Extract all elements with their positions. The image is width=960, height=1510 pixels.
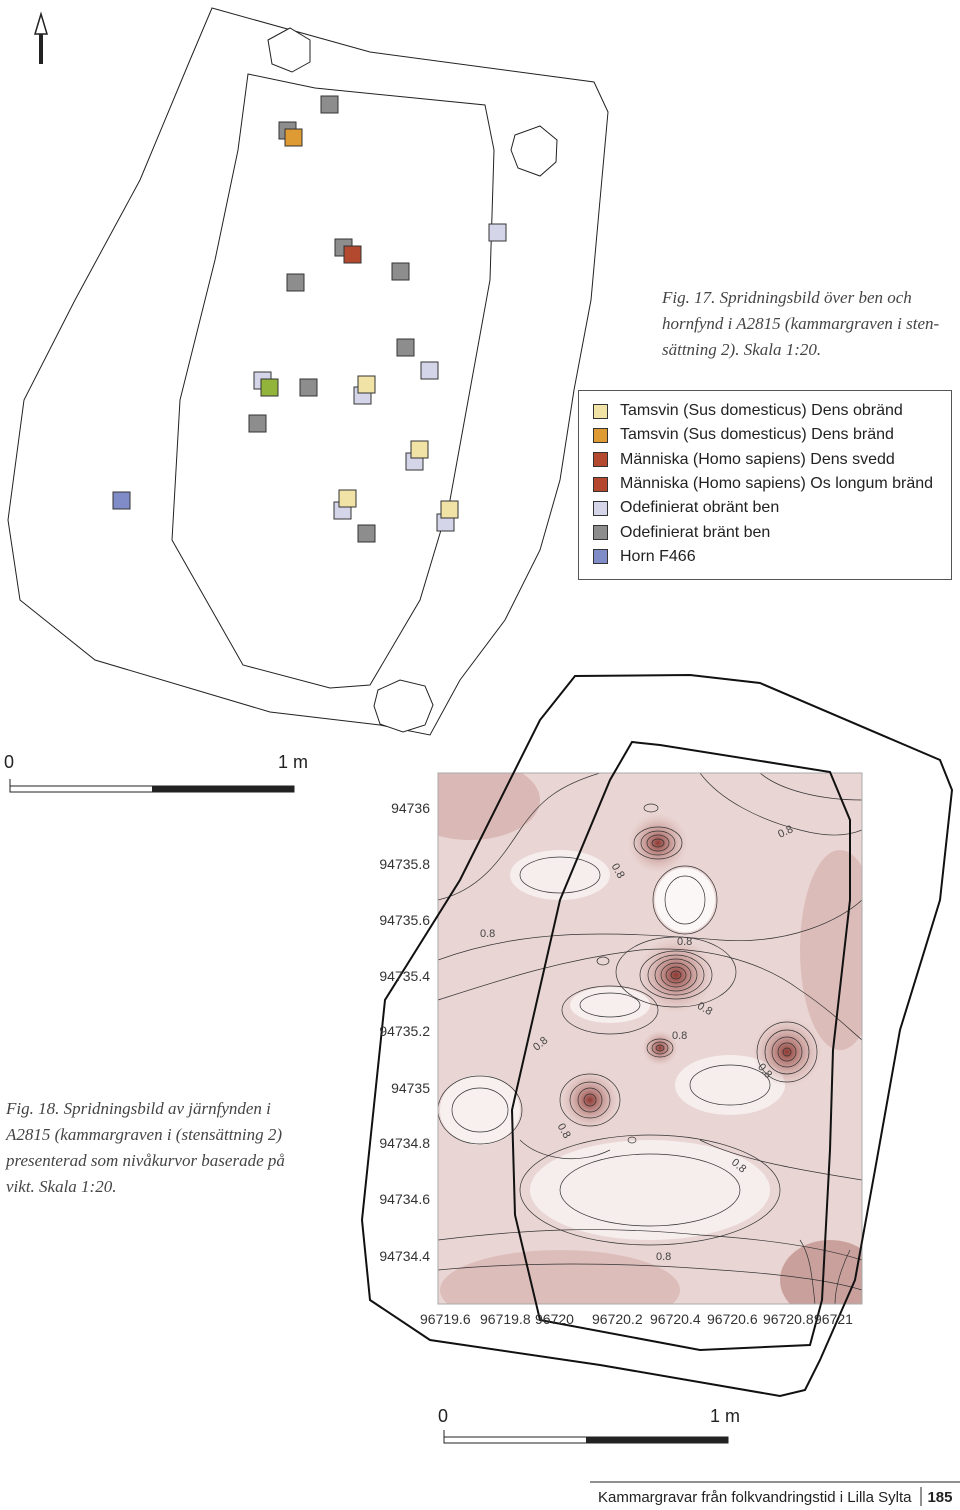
scale-bar-fig17 (9, 779, 295, 793)
x-tick-label: 96720.2 (592, 1311, 643, 1327)
find-marker (410, 440, 429, 459)
legend-label: Människa (Homo sapiens) Os longum bränd (620, 475, 934, 493)
find-marker (284, 128, 303, 147)
stone-2 (510, 125, 558, 177)
legend-item: Människa (Homo sapiens) Dens svedd (593, 448, 951, 472)
find-marker (343, 245, 362, 264)
scale17-end-label: 1 m (278, 752, 309, 772)
y-tick-label: 94735 (391, 1080, 430, 1096)
find-markers (112, 95, 507, 543)
x-tick-label: 96720.6 (707, 1311, 758, 1327)
contour-plot (437, 772, 863, 1305)
contour-label: 0.8 (672, 1030, 688, 1042)
page-number: 185 (927, 1489, 953, 1506)
find-marker (357, 524, 376, 543)
x-tick-label: 96719.8 (480, 1311, 531, 1327)
y-tick-label: 94734.4 (379, 1248, 430, 1264)
scale-bar-fig18 (443, 1430, 729, 1444)
y-tick-label: 94735.6 (379, 912, 430, 928)
grave-outer-outline (7, 7, 609, 736)
legend-label: Människa (Homo sapiens) Dens svedd (620, 450, 895, 468)
find-marker (420, 361, 439, 380)
find-marker (286, 273, 305, 292)
y-tick-label: 94734.6 (379, 1191, 430, 1207)
legend-label: Odefinierat bränt ben (620, 523, 771, 541)
x-tick-label: 96720.8 (763, 1311, 814, 1327)
find-marker (320, 95, 339, 114)
page-footer: Kammargravar från folkvandringstid i Lil… (598, 1489, 953, 1506)
grave-outer-outline-fig18 (360, 673, 954, 1398)
north-arrow-icon (33, 11, 49, 64)
legend-label: Odefinierat obränt ben (620, 499, 780, 517)
x-tick-label: 96720 (535, 1311, 574, 1327)
legend-item: Odefinierat bränt ben (593, 520, 951, 544)
x-tick-label: 96721 (814, 1311, 853, 1327)
find-marker (260, 378, 279, 397)
legend-item: Tamsvin (Sus domesticus) Dens obränd (593, 399, 951, 423)
legend-item: Horn F466 (593, 545, 951, 569)
legend-swatch (593, 452, 608, 468)
find-marker (391, 262, 410, 281)
legend-swatch (593, 500, 608, 516)
stone-1 (267, 27, 311, 73)
legend-swatch (593, 476, 608, 492)
legend-label: Tamsvin (Sus domesticus) Dens bränd (620, 426, 894, 444)
find-marker (338, 489, 357, 508)
find-marker (248, 414, 267, 433)
contour-label: 0.8 (677, 936, 693, 948)
scale17-start-label: 0 (4, 752, 15, 772)
find-marker (112, 491, 131, 510)
figure-18-caption: Fig. 18. Spridningsbild av järnfynden i … (6, 1099, 285, 1196)
find-marker (488, 223, 507, 242)
legend-item: Tamsvin (Sus domesticus) Dens bränd (593, 423, 951, 447)
find-marker (357, 375, 376, 394)
grave-chamber-outline (171, 73, 495, 689)
scale18-start-label: 0 (438, 1406, 449, 1426)
legend-swatch (593, 427, 608, 443)
find-marker (299, 378, 318, 397)
footer-text: Kammargravar från folkvandringstid i Lil… (598, 1489, 912, 1506)
figure-17-caption: Fig. 17. Spridningsbild över ben och hor… (662, 288, 940, 359)
legend-label: Horn F466 (620, 547, 696, 565)
y-tick-label: 94736 (391, 800, 430, 816)
y-tick-label: 94735.2 (379, 1023, 430, 1039)
legend-label: Tamsvin (Sus domesticus) Dens obränd (620, 402, 903, 420)
stone-3 (373, 679, 434, 733)
contour-label: 0.8 (656, 1251, 672, 1263)
x-tick-label: 96720.4 (650, 1311, 701, 1327)
legend-swatch (593, 403, 608, 419)
y-tick-label: 94735.8 (379, 856, 430, 872)
x-tick-label: 96719.6 (420, 1311, 471, 1327)
grave-chamber-outline-fig18 (510, 740, 851, 1352)
legend-item: Människa (Homo sapiens) Os longum bränd (593, 472, 951, 496)
legend-swatch (593, 549, 608, 565)
find-marker (396, 338, 415, 357)
legend-swatch (593, 525, 608, 541)
find-marker (440, 500, 459, 519)
y-tick-label: 94735.4 (379, 968, 430, 984)
scale18-end-label: 1 m (710, 1406, 741, 1426)
legend-item: Odefinierat obränt ben (593, 496, 951, 520)
contour-label: 0.8 (480, 928, 496, 940)
y-tick-label: 94734.8 (379, 1135, 430, 1151)
